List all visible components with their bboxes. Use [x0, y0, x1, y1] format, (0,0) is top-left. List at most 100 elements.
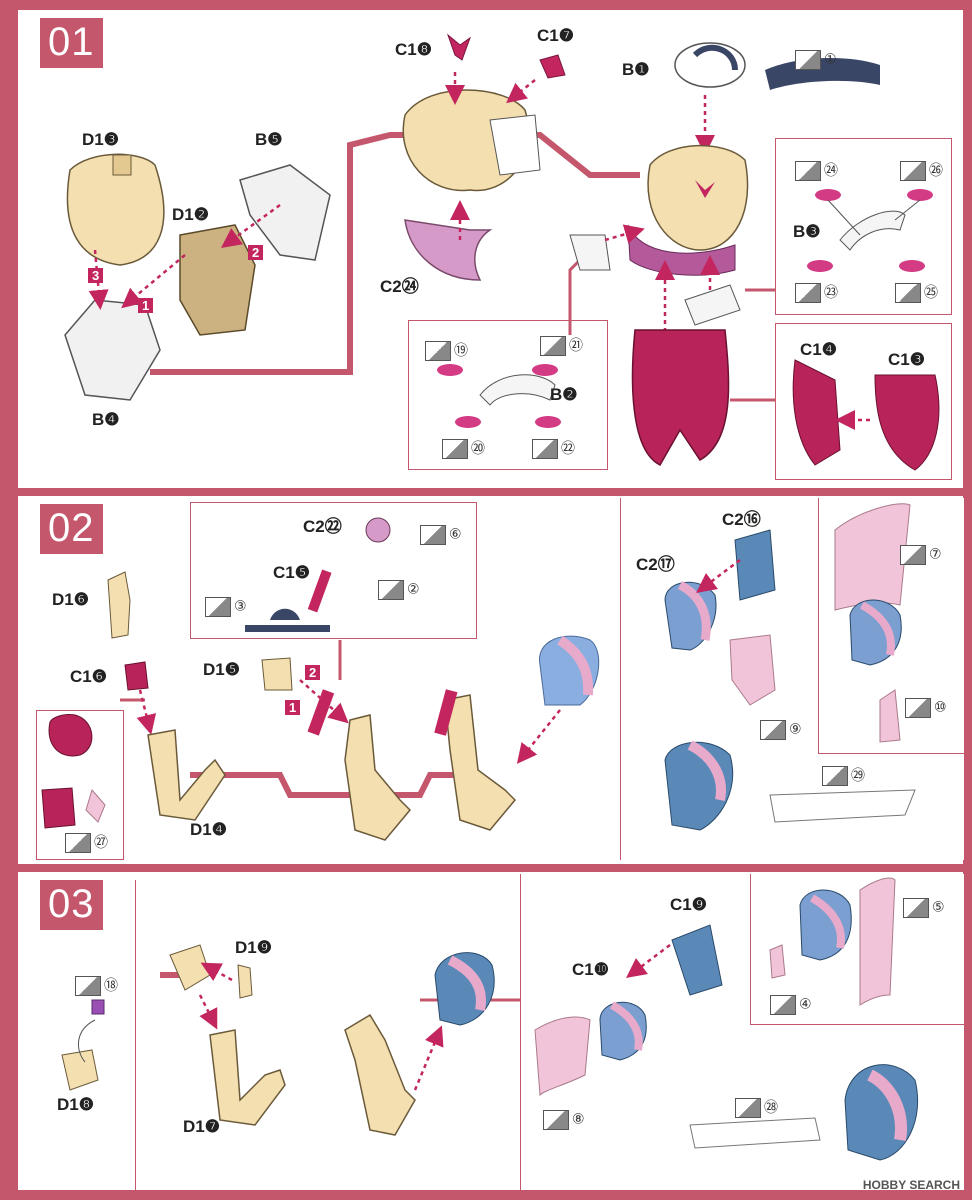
microphone-arm-2	[434, 689, 458, 736]
sticker-icon	[75, 976, 101, 997]
arm-with-mic-1	[344, 714, 412, 841]
sticker-label-19: ⑲	[425, 340, 468, 362]
part-label-c1-10: C1❿	[572, 960, 609, 979]
sticker-icon	[795, 283, 821, 304]
bra-part-c2-24	[404, 219, 493, 281]
part-label-d1-3: D1❸	[82, 130, 119, 149]
arm-part-d1-7	[209, 1029, 286, 1126]
part-label-c2-16: C2⑯	[722, 510, 761, 529]
order-marker-1: 1	[138, 298, 154, 313]
sticker-label-18: ⑱	[75, 975, 118, 997]
sticker-label-25: ㉕	[895, 282, 938, 304]
order-marker-3: 3	[88, 268, 104, 283]
hair-sticker-5	[859, 877, 896, 1006]
sticker-label-9: ⑨	[760, 720, 802, 740]
hair-band-sticker-27	[85, 788, 106, 823]
part-label-c2-17: C2⑰	[636, 555, 675, 574]
hair-sticker-9	[729, 634, 776, 706]
hand-part-d1-8	[61, 1049, 99, 1091]
wrist-cuff-c1-6	[124, 661, 149, 691]
sticker-label-21: ㉑	[540, 335, 583, 357]
chest-assembly-center	[402, 89, 541, 192]
order-marker-2: 2	[248, 245, 264, 260]
frill-part-left	[569, 234, 611, 271]
order-marker-2: 2	[305, 665, 321, 680]
hair-sticker-29	[769, 789, 916, 823]
arm-part-d1-4	[147, 729, 226, 821]
collar-sticker-shape-1	[765, 58, 880, 90]
part-label-d1-4: D1❹	[190, 820, 227, 839]
mic-subassembly-box	[190, 502, 477, 639]
part-label-c1-4: C1❹	[800, 340, 837, 359]
skirt-part-c1-4	[792, 359, 841, 466]
part-label-d1-9: D1❾	[235, 938, 272, 957]
hair-band-part	[41, 787, 76, 829]
part-label-d1-5: D1❺	[203, 660, 240, 679]
skirt-part-c1-3	[874, 374, 940, 471]
sticker-icon	[895, 283, 921, 304]
collar-part-b1	[674, 42, 746, 88]
sticker-label-22: ㉒	[532, 438, 575, 460]
part-label-b1: B❶	[622, 60, 650, 79]
frame-part-b5	[239, 164, 331, 261]
head-part-c1-9	[671, 924, 723, 996]
step-01-number: 01	[40, 18, 103, 68]
part-label-c1-8: C1❽	[395, 40, 432, 59]
part-label-b3: B❸	[793, 222, 821, 241]
sticker-label-7: ⑦	[900, 545, 942, 565]
connector-part-c1-7	[539, 54, 566, 79]
sticker-icon	[822, 766, 848, 787]
sticker-icon	[420, 525, 446, 545]
hair-sticker-10	[879, 689, 901, 743]
part-label-c2-22: C2㉒	[303, 517, 342, 536]
step-03-number: 03	[40, 880, 103, 930]
step-02-number: 02	[40, 504, 103, 554]
frill-part-right	[684, 284, 741, 326]
connector-part-c1-8	[446, 33, 472, 61]
hair-sticker-7	[834, 503, 911, 611]
sticker-icon	[770, 995, 796, 1015]
sticker-icon	[378, 580, 404, 600]
sticker-icon	[205, 597, 231, 617]
sticker-label-6: ⑥	[420, 525, 462, 545]
sticker-label-8: ⑧	[543, 1110, 585, 1130]
hair-sticker-8	[534, 1016, 591, 1097]
head-part-c2-16	[734, 529, 776, 601]
sticker-icon	[532, 439, 558, 460]
step3-left-divider	[135, 880, 136, 1190]
part-label-b4: B❹	[92, 410, 120, 429]
accessory-part	[91, 999, 105, 1015]
sticker-icon	[900, 545, 926, 565]
sticker-icon	[760, 720, 786, 740]
sticker-label-4: ④	[770, 995, 812, 1015]
hair-ring-part	[48, 714, 93, 757]
mic-stand-sticker-3	[245, 608, 330, 632]
skirt-assembly	[631, 329, 730, 466]
sticker-label-23: ㉓	[795, 282, 838, 304]
sticker-icon	[543, 1110, 569, 1130]
sticker-icon	[735, 1098, 761, 1119]
arm-with-fist	[344, 1013, 416, 1136]
sticker-label-28: ㉘	[735, 1097, 778, 1119]
frame-part-b4	[64, 299, 161, 401]
part-label-d1-8: D1❽	[57, 1095, 94, 1114]
part-label-c1-9: C1❾	[670, 895, 707, 914]
part-label-b5: B❺	[255, 130, 283, 149]
sticker-label-27: ㉗	[65, 832, 108, 854]
hair-sticker-28	[689, 1117, 821, 1149]
hand-part-d1-9-fist	[169, 944, 211, 991]
part-label-d1-2: D1❷	[172, 205, 209, 224]
sticker-icon	[795, 161, 821, 182]
sticker-icon	[540, 336, 566, 357]
sticker-icon	[442, 439, 468, 460]
mic-handle-c1-5	[307, 569, 332, 613]
order-marker-1: 1	[285, 700, 301, 715]
sticker-icon	[65, 833, 91, 854]
part-label-c1-3: C1❸	[888, 350, 925, 369]
sticker-icon	[900, 161, 926, 182]
part-label-c1-5: C1❺	[273, 563, 310, 582]
frill-part-b2	[479, 374, 556, 406]
head-part-c1-10	[599, 1001, 647, 1061]
sticker-label-29: ㉙	[822, 765, 865, 787]
